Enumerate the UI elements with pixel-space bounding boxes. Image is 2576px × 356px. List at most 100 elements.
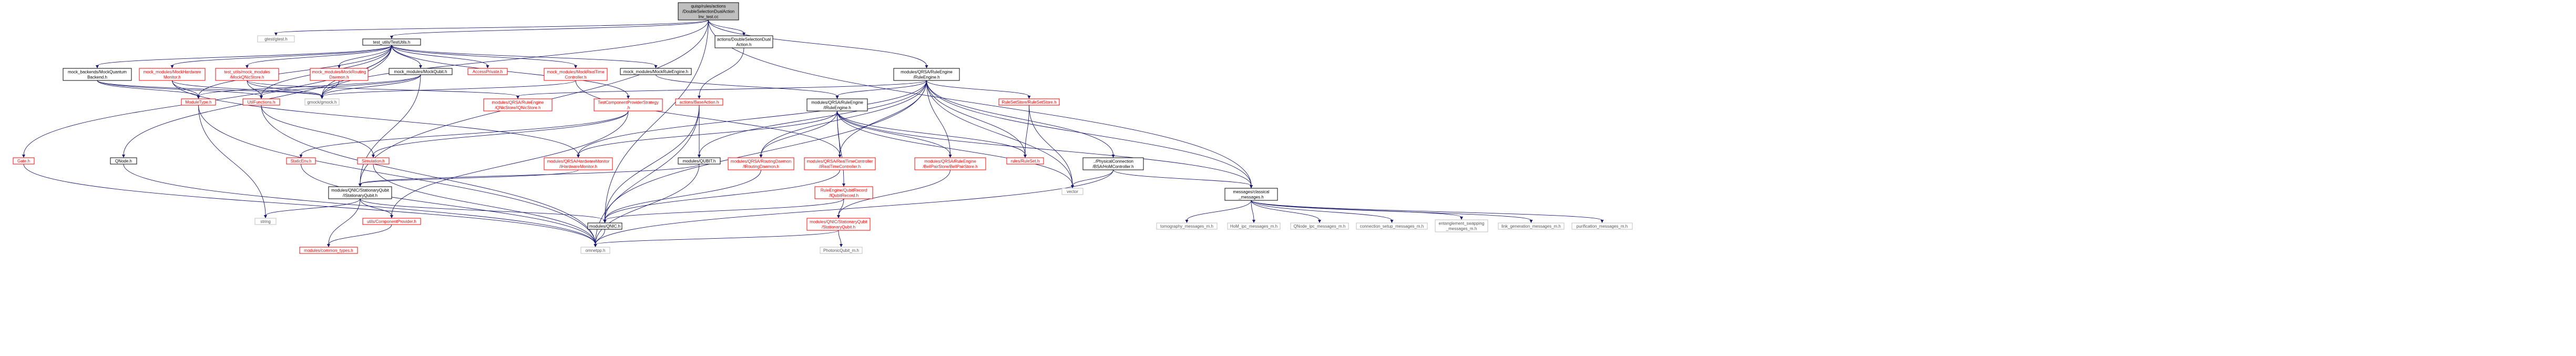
node-component_provider[interactable]: utils/ComponentProvider.h xyxy=(362,218,421,225)
node-physconn[interactable]: ../PhysicalConnection/BSA/HoMController.… xyxy=(1082,157,1144,170)
edge-mock_qubit-to-utilfunctions xyxy=(261,74,421,97)
node-label: mock_modules/MockRuleEngine.h xyxy=(623,69,688,74)
node-label: /BellPairStore/BellPairStore.h xyxy=(923,165,978,169)
node-label: /BSA/HoMController.h xyxy=(1092,165,1133,169)
node-iqubit[interactable]: modules/QUBIT.h xyxy=(678,157,721,165)
edge-qrsa_re_top-to-hwmon xyxy=(578,80,927,156)
edge-arrowhead xyxy=(372,155,375,158)
node-box xyxy=(544,68,608,81)
edge-arrowhead xyxy=(327,244,330,247)
node-box xyxy=(998,98,1060,106)
edge-arrowhead xyxy=(338,65,341,68)
node-label: mock_modules/MockQubit.h xyxy=(394,69,447,74)
edge-mock_qubit-to-stationary_qubit xyxy=(360,74,421,185)
node-box xyxy=(215,68,279,81)
node-box xyxy=(286,157,316,165)
node-box xyxy=(580,247,610,254)
node-dsda[interactable]: actions/DoubleSelectionDualAction.h xyxy=(714,35,773,48)
node-qnic[interactable]: modules/QNIC.h xyxy=(587,222,622,230)
edge-testutils-to-access_private xyxy=(391,45,488,66)
node-box xyxy=(110,157,137,165)
node-box xyxy=(328,186,392,199)
edge-arrowhead xyxy=(1318,220,1321,223)
node-hom_ipc: HoM_ipc_messages_m.h xyxy=(1227,222,1281,230)
node-label: RuleSetStore/RuleSetStore.h xyxy=(1001,100,1056,105)
node-box xyxy=(806,218,871,231)
node-box xyxy=(678,157,721,165)
node-stationary_qubit[interactable]: modules/QNIC/StationaryQubit/IStationary… xyxy=(328,186,392,199)
node-box xyxy=(357,157,390,165)
node-label: /IStationaryQubit.h xyxy=(343,194,377,198)
node-base_action[interactable]: actions/BaseAction.h xyxy=(675,98,723,106)
node-label: modules/QRSA/RealTimeController xyxy=(807,159,873,164)
edge-arrowhead xyxy=(1111,155,1115,158)
edge-mock_backends-to-gmock xyxy=(97,80,322,97)
node-rt_controller[interactable]: modules/QRSA/RealTimeController/IRealTim… xyxy=(804,157,876,170)
node-label: rules/RuleSet.h xyxy=(1011,159,1040,164)
node-ruleset[interactable]: rules/RuleSet.h xyxy=(1006,157,1044,165)
edge-arrowhead xyxy=(842,184,845,187)
node-stationary_qubit2[interactable]: modules/QNIC/StationaryQubit/StationaryQ… xyxy=(806,218,871,231)
node-label: ../PhysicalConnection xyxy=(1093,159,1133,164)
edge-qrsa_re_top-to-classical_messages xyxy=(926,80,1252,186)
node-label: HoM_ipc_messages_m.h xyxy=(1230,224,1277,229)
node-label: TestComponentProviderStrategy xyxy=(598,100,659,105)
edge-mock_backends-to-module_type xyxy=(97,80,199,97)
node-qnode[interactable]: QNode.h xyxy=(110,157,137,165)
node-box xyxy=(1571,222,1633,230)
node-link_gen: link_generation_messages_m.h xyxy=(1498,222,1565,230)
edge-arrowhead xyxy=(925,65,928,68)
node-box xyxy=(806,98,868,111)
edge-arrowhead xyxy=(122,155,125,158)
node-simulation[interactable]: Simulation.h xyxy=(357,157,390,165)
node-mock_qnic_store[interactable]: test_utils/mock_modules/MockQNicStore.h xyxy=(215,68,279,81)
edge-mock_qubit-to-gmock xyxy=(322,74,421,97)
node-gate[interactable]: Gate.h xyxy=(13,157,35,165)
node-qrsa_re[interactable]: modules/QRSA/RuleEngine/IRuleEngine.h xyxy=(806,98,868,111)
edge-qrsa_re-to-bellpair_store xyxy=(837,110,950,156)
node-tcps[interactable]: TestComponentProviderStrategy.h xyxy=(594,98,663,111)
node-access_private[interactable]: AccessPrivate.h xyxy=(467,68,508,75)
node-label: modules/QUBIT.h xyxy=(683,159,716,164)
edge-qubit_record-to-qnic xyxy=(605,198,844,221)
node-hwmon[interactable]: modules/QRSA/HardwareMonitor/IHardwareMo… xyxy=(544,157,613,170)
edges-layer xyxy=(22,19,1604,247)
node-classical_messages[interactable]: messages/classical_messages.h xyxy=(1224,188,1278,201)
node-routing_daemon[interactable]: modules/QRSA/RoutingDaemon/IRoutingDaemo… xyxy=(728,157,794,170)
node-label: /IRealTimeController.h xyxy=(819,165,861,169)
node-qubit_record[interactable]: RuleEngine/QubitRecord/IQubitRecord.h xyxy=(814,186,873,199)
node-bellpair_store[interactable]: modules/QRSA/RuleEngine/BellPairStore/Be… xyxy=(914,157,986,170)
node-label: test_utils/TestUtils.h xyxy=(373,40,411,45)
node-ruleset_store[interactable]: RuleSetStore/RuleSetStore.h xyxy=(998,98,1060,106)
edge-arrowhead xyxy=(742,33,745,36)
edge-arrowhead xyxy=(246,65,249,68)
node-utilfunctions[interactable]: UtilFunctions.h xyxy=(242,98,280,106)
edge-testutils-to-tcps xyxy=(391,45,629,97)
node-qrsa_re_top[interactable]: modules/QRSA/RuleEngine/RuleEngine.h xyxy=(893,68,960,81)
node-common_types[interactable]: modules/common_types.h xyxy=(299,247,358,254)
node-mock_qubit[interactable]: mock_modules/MockQubit.h xyxy=(389,68,453,75)
edge-classical_messages-to-qnode_ipc xyxy=(1251,200,1320,221)
edge-arrowhead xyxy=(264,215,267,218)
node-qnic_store[interactable]: modules/QRSA/RuleEngine/QNicStore/IQNicS… xyxy=(483,98,553,111)
node-label: modules/QRSA/RuleEngine xyxy=(811,100,863,105)
edge-testutils-to-mock_routing xyxy=(339,45,392,66)
node-static_env[interactable]: StaticEnv.h xyxy=(286,157,316,165)
edge-arrowhead xyxy=(698,96,701,99)
node-mock_re[interactable]: mock_modules/MockRuleEngine.h xyxy=(620,68,692,75)
node-module_type[interactable]: ModuleType.h xyxy=(181,98,216,106)
edge-arrowhead xyxy=(96,65,99,68)
edge-classical_messages-to-hom_ipc xyxy=(1251,200,1254,221)
node-label: RuleEngine/QubitRecord xyxy=(821,188,867,193)
node-testutils[interactable]: test_utils/TestUtils.h xyxy=(362,38,421,46)
edge-arrowhead xyxy=(948,155,952,158)
edge-arrowhead xyxy=(840,244,843,247)
node-box xyxy=(914,157,986,170)
edge-testutils-to-mock_backends xyxy=(97,45,392,66)
edge-utilfunctions-to-simulation xyxy=(261,105,374,156)
